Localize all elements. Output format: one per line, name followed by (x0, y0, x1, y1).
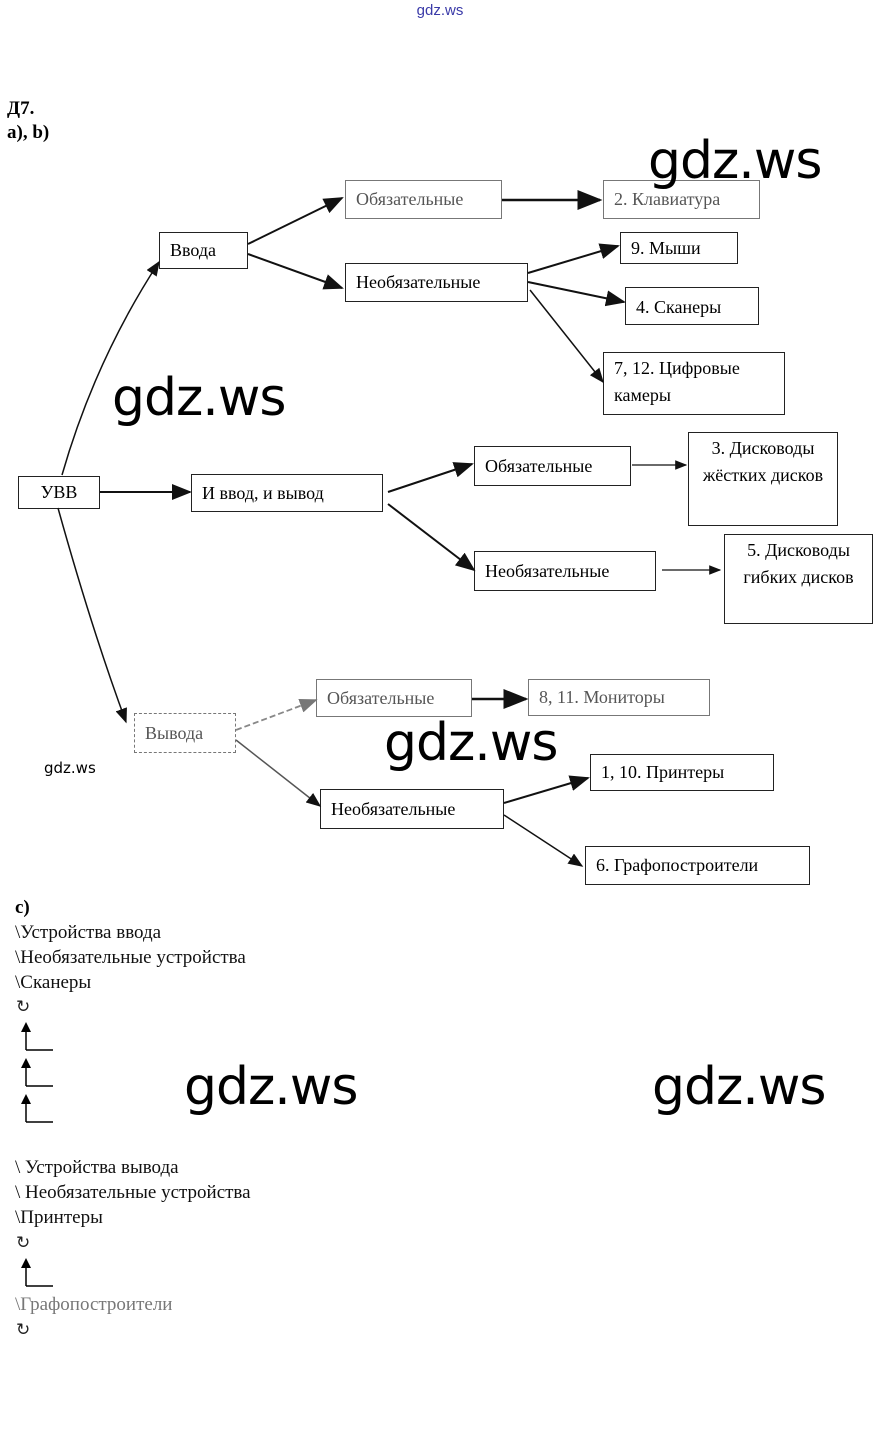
refresh-icon: ↻ (16, 1320, 31, 1340)
node-plotters: 6. Графопостроители (585, 846, 810, 885)
up-return-arrow-icon (21, 1094, 53, 1123)
watermark: gdz.ws (648, 131, 822, 191)
node-output-mandatory: Обязательные (316, 679, 472, 717)
node-digital-cameras: 7, 12. Цифровые камеры (603, 352, 785, 415)
path-input-line-3: \Сканеры (15, 972, 92, 993)
path-output-line-4: \Графопостроители (15, 1294, 173, 1315)
node-fdd: 5. Дисководы гибких дисков (724, 534, 873, 624)
path-input-line-1: \Устройства ввода (15, 922, 162, 943)
part-c-label: с) (15, 897, 30, 918)
up-return-arrow-icon (21, 1022, 53, 1051)
path-output-line-2: \ Необязательные устройства (15, 1182, 251, 1203)
node-mice: 9. Мыши (620, 232, 738, 264)
node-input-mandatory: Обязательные (345, 180, 502, 219)
root-node-uvv: УВВ (18, 476, 100, 509)
diagram-connectors (57, 190, 722, 867)
arrow-optional-to-mice (527, 243, 620, 274)
arrow-io-to-optional (387, 503, 476, 572)
node-input: Ввода (159, 232, 248, 269)
up-return-arrow-icon (21, 1258, 53, 1287)
watermark: gdz.ws (652, 1057, 826, 1117)
arrow-output-to-mandatory (235, 698, 318, 731)
path-output-line-1: \ Устройства вывода (15, 1157, 179, 1178)
arrow-optional-to-cameras (529, 289, 604, 384)
node-scanners: 4. Сканеры (625, 287, 759, 325)
node-output-optional: Необязательные (320, 789, 504, 829)
path-input-line-2: \Необязательные устройства (15, 947, 246, 968)
up-return-arrow-icon (21, 1058, 53, 1087)
refresh-icon: ↻ (16, 1233, 31, 1253)
path-output-line-3: \Принтеры (15, 1207, 103, 1228)
arrow-root-to-input (61, 260, 160, 476)
node-hdd: 3. Дисководы жёстких дисков (688, 432, 838, 526)
node-io-optional: Необязательные (474, 551, 656, 591)
node-output: Вывода (134, 713, 236, 753)
part-ab-label: а), b) (7, 122, 50, 143)
arrow-optional-to-plotters (503, 814, 584, 867)
task-title: Д7. (7, 98, 35, 119)
watermark: gdz.ws (112, 368, 286, 428)
node-keyboard: 2. Клавиатура (603, 180, 760, 219)
arrow-input-to-optional (247, 253, 344, 290)
arrow-optional-to-scanners (527, 281, 626, 307)
node-io-mandatory: Обязательные (474, 446, 631, 486)
arrow-optional-to-printers (503, 775, 590, 804)
arrow-input-to-mandatory (247, 197, 344, 245)
node-input-optional: Необязательные (345, 263, 528, 302)
node-io: И ввод, и вывод (191, 474, 383, 512)
top-watermark[interactable]: gdz.ws (416, 2, 464, 19)
refresh-icon: ↻ (16, 997, 31, 1017)
watermark: gdz.ws (184, 1057, 358, 1117)
arrow-io-to-mandatory (387, 462, 474, 493)
arrow-root-to-output (57, 507, 127, 724)
watermark-small: gdz.ws (44, 759, 96, 777)
node-monitors: 8, 11. Мониторы (528, 679, 710, 716)
arrow-output-to-optional (235, 739, 322, 807)
node-printers: 1, 10. Принтеры (590, 754, 774, 791)
watermark: gdz.ws (384, 713, 558, 773)
